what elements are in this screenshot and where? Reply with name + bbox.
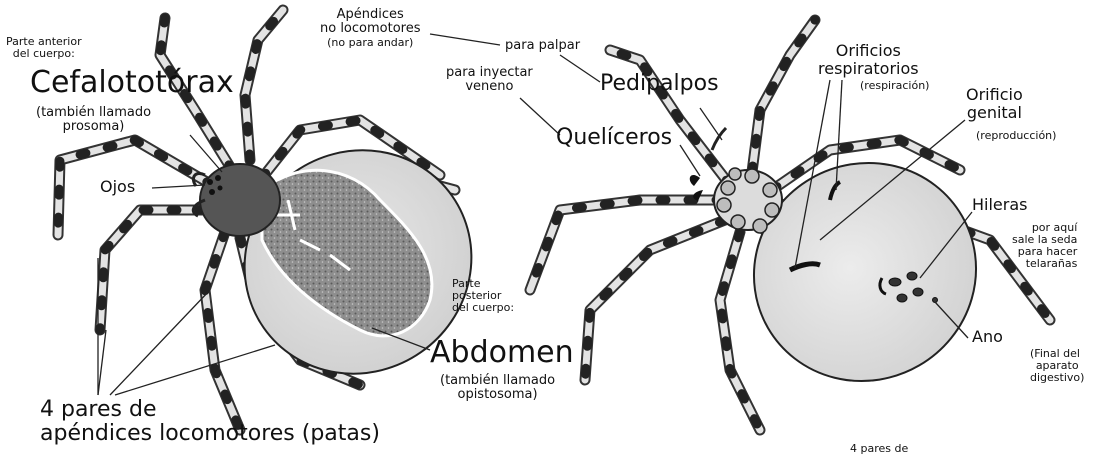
- anus-label: Ano: [972, 328, 1003, 346]
- chelicerae-label: Quelíceros: [556, 126, 672, 150]
- right-abdomen: [714, 122, 1016, 421]
- non-loco-line-1: Apéndices: [320, 8, 421, 22]
- anus-note: (Final del aparato digestivo): [1030, 348, 1084, 384]
- spinnerets-note-line-4: telarañas: [1012, 258, 1077, 270]
- prosoma-note-line-2: prosoma): [36, 120, 151, 134]
- genital-hole-line-1: Orificio: [966, 86, 1023, 104]
- front-part-line-2: del cuerpo:: [6, 48, 82, 60]
- genital-hole-line-2: genital: [966, 104, 1023, 122]
- inject-venom-line-2: veneno: [446, 80, 533, 94]
- abdomen-label: Abdomen: [430, 336, 574, 369]
- to-palpate-label: para palpar: [505, 39, 580, 53]
- legs-line-1: 4 pares de: [40, 398, 380, 422]
- opisto-note-line-1: (también llamado: [440, 374, 555, 388]
- spinnerets-label: Hileras: [972, 196, 1027, 214]
- legs-line-2: apéndices locomotores (patas): [40, 422, 380, 446]
- bottom-partial-label: 4 pares de: [850, 443, 908, 455]
- cephalothorax-label: Cefalototórax: [30, 66, 234, 99]
- resp-holes-line-1: Orificios: [818, 42, 919, 60]
- non-loco-note: (no para andar): [320, 37, 421, 49]
- genital-hole-label: Orificio genital: [966, 86, 1023, 121]
- anus-note-line-3: digestivo): [1030, 372, 1084, 384]
- inject-venom-label: para inyectar veneno: [446, 66, 533, 95]
- resp-holes-line-2: respiratorios: [818, 60, 919, 78]
- respiratory-holes-label: Orificios respiratorios: [818, 42, 919, 77]
- inject-venom-line-1: para inyectar: [446, 66, 533, 80]
- prosoma-note-line-1: (también llamado: [36, 106, 151, 120]
- front-part-label: Parte anterior del cuerpo:: [6, 36, 82, 60]
- rear-part-label: Parte posterior del cuerpo:: [452, 278, 514, 314]
- prosoma-note: (también llamado prosoma): [36, 106, 151, 135]
- reproduction-note: (reproducción): [976, 130, 1056, 142]
- opistosoma-note: (también llamado opistosoma): [440, 374, 555, 403]
- spinnerets-note: por aquí sale la seda para hacer telarañ…: [1012, 222, 1077, 270]
- legs-label: 4 pares de apéndices locomotores (patas): [40, 398, 380, 446]
- non-loco-line-2: no locomotores: [320, 22, 421, 36]
- eyes-label: Ojos: [100, 178, 135, 196]
- pedipalps-label: Pedipalpos: [600, 72, 719, 96]
- opisto-note-line-2: opistosoma): [440, 388, 555, 402]
- left-cephalothorax: [200, 164, 280, 236]
- rear-part-line-3: del cuerpo:: [452, 302, 514, 314]
- non-locomotor-label: Apéndices no locomotores (no para andar): [320, 8, 421, 49]
- respiration-note: (respiración): [860, 80, 929, 92]
